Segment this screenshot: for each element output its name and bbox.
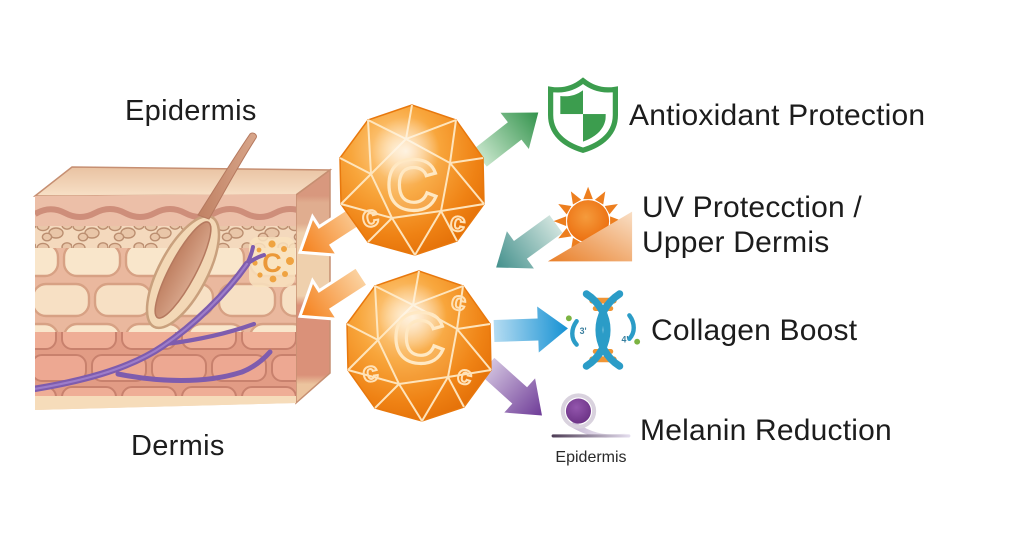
hair-shaft [197,132,257,220]
benefit-label-antioxidant: Antioxidant Protection [629,98,926,132]
arrow-to-collagen [493,306,568,353]
benefit-label-uv-protection: UV Protecction / Upper Dermis [642,190,862,260]
skin-block: C [32,132,333,410]
benefit-label-collagen: Collagen Boost [651,313,858,347]
vitamin-c-molecule-lower: C c c c [346,270,492,422]
blood-vessels [35,245,273,394]
shield-check-icon [543,75,623,155]
benefit-label-melanin: Melanin Reduction [640,413,892,447]
arrow-molecule-to-dermis [297,264,371,321]
benefit-row-collagen: 3' 4' Collagen Boost [563,286,857,374]
arrow-to-antioxidant [473,112,539,167]
vitamin-c-molecule-upper: C c c [339,104,485,256]
arrow-to-uv-protection [496,215,563,269]
molecule-small-c: c [448,206,468,238]
molecule-c-letter: C [386,146,438,226]
benefit-row-antioxidant: Antioxidant Protection [543,74,925,156]
dna-icon: 3' 4' [563,287,643,373]
dna-end-mark: 4' [622,335,629,345]
benefit-row-uv-protection: UV Protecction / Upper Dermis [546,184,862,266]
hair-follicle [145,132,257,330]
melanin-epidermis-caption: Epidermis [555,449,627,466]
sun-slope-icon [546,186,634,264]
molecule-c-letter: C [393,299,445,379]
epidermis-label: Epidermis [125,95,257,127]
arrow-to-melanin [479,357,542,416]
melanin-sphere-icon [548,393,634,447]
embedded-c-letter: C [262,248,282,278]
benefit-label-uv-line2: Upper Dermis [642,226,830,259]
skin-top-face [32,166,333,197]
molecule-small-c: c [359,355,381,389]
benefit-label-uv-line1: UV Protecction / [642,191,862,224]
stratum-corneum-wave [35,206,296,220]
dermis-label: Dermis [131,430,225,462]
benefit-row-melanin: Epidermis Melanin Reduction [548,392,892,468]
vitamin-c-particle-in-skin: C [249,237,295,287]
dna-end-mark: 3' [580,326,587,336]
